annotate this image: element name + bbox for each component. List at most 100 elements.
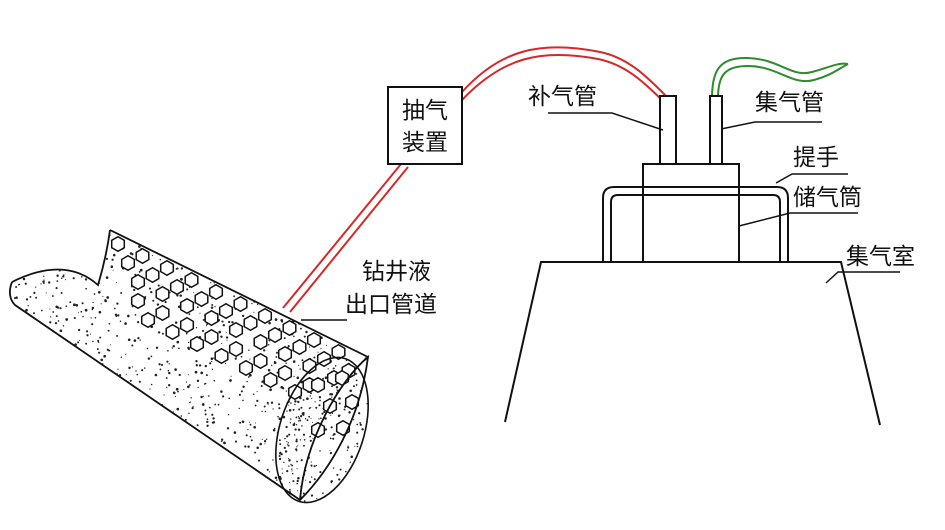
speckle-dot <box>318 404 321 407</box>
speckle-dot <box>103 250 106 253</box>
speckle-dot <box>10 488 12 490</box>
speckle-dot <box>46 230 50 232</box>
speckle-dot <box>297 444 299 446</box>
pipe-holes <box>110 235 360 439</box>
speckle-dot <box>95 426 98 429</box>
speckle-dot <box>263 498 265 500</box>
speckle-dot <box>173 456 176 459</box>
speckle-dot <box>12 245 15 248</box>
speckle-dot <box>238 475 242 478</box>
speckle-dot <box>75 303 79 307</box>
speckle-dot <box>117 431 121 435</box>
speckle-dot <box>60 426 63 428</box>
speckle-dot <box>335 454 338 457</box>
speckle-dot <box>19 326 22 328</box>
speckle-dot <box>206 473 209 476</box>
speckle-dot <box>311 294 313 297</box>
speckle-dot <box>278 457 282 461</box>
speckle-dot <box>61 456 64 459</box>
speckle-dot <box>256 303 259 306</box>
speckle-dot <box>274 318 278 321</box>
speckle-dot <box>358 463 360 465</box>
speckle-dot <box>160 363 164 366</box>
pipe-hole <box>189 335 205 353</box>
speckle-dot <box>193 477 197 480</box>
speckle-dot <box>80 410 82 412</box>
speckle-dot <box>89 333 91 335</box>
speckle-dot <box>330 414 332 416</box>
speckle-dot <box>309 346 311 348</box>
speckle-dot <box>213 230 215 232</box>
speckle-dot <box>363 494 366 497</box>
speckle-dot <box>72 264 74 266</box>
speckle-dot <box>199 250 202 253</box>
speckle-dot <box>171 502 172 503</box>
speckle-dot <box>298 274 301 277</box>
speckle-dot <box>303 278 305 280</box>
speckle-dot <box>131 501 132 502</box>
speckle-dot <box>96 238 99 241</box>
speckle-dot <box>307 495 310 497</box>
speckle-dot <box>282 282 285 285</box>
speckle-dot <box>29 295 32 298</box>
speckle-dot <box>174 321 178 324</box>
speckle-dot <box>33 243 36 246</box>
speckle-dot <box>22 277 26 281</box>
speckle-dot <box>247 445 250 448</box>
speckle-dot <box>93 431 95 433</box>
speckle-dot <box>327 273 330 277</box>
speckle-dot <box>62 400 65 404</box>
speckle-dot <box>250 492 253 496</box>
speckle-dot <box>180 453 184 456</box>
speckle-dot <box>177 489 180 492</box>
speckle-dot <box>47 258 50 261</box>
speckle-dot <box>12 386 16 390</box>
speckle-dot <box>312 240 314 242</box>
speckle-dot <box>241 487 243 489</box>
speckle-dot <box>265 242 267 244</box>
speckle-dot <box>171 249 173 251</box>
speckle-dot <box>25 241 28 245</box>
speckle-dot <box>303 500 306 502</box>
speckle-dot <box>281 468 283 470</box>
speckle-dot <box>147 357 151 360</box>
speckle-dot <box>28 470 30 473</box>
speckle-dot <box>69 232 73 235</box>
speckle-dot <box>257 484 259 486</box>
speckle-dot <box>40 456 42 458</box>
speckle-dot <box>40 309 43 312</box>
speckle-dot <box>306 500 307 501</box>
speckle-dot <box>52 311 55 313</box>
speckle-dot <box>306 238 308 241</box>
speckle-dot <box>110 435 113 438</box>
speckle-dot <box>225 501 228 504</box>
speckle-dot <box>321 308 323 310</box>
speckle-dot <box>15 244 17 246</box>
speckle-dot <box>111 224 113 226</box>
speckle-dot <box>299 419 302 422</box>
speckle-dot <box>358 479 361 482</box>
pipe-hole <box>130 292 146 310</box>
speckle-dot <box>32 472 36 476</box>
speckle-dot <box>265 438 268 441</box>
speckle-dot <box>105 276 109 279</box>
speckle-dot <box>176 267 179 270</box>
speckle-dot <box>59 434 62 437</box>
speckle-dot <box>133 489 137 492</box>
speckle-dot <box>150 290 153 294</box>
speckle-dot <box>299 368 301 370</box>
speckle-dot <box>76 242 79 245</box>
speckle-dot <box>99 476 101 478</box>
speckle-dot <box>185 332 188 335</box>
speckle-dot <box>76 240 78 242</box>
speckle-dot <box>106 296 110 299</box>
speckle-dot <box>133 339 137 342</box>
speckle-dot <box>58 346 61 349</box>
speckle-dot <box>71 391 74 394</box>
speckle-dot <box>228 271 231 274</box>
speckle-dot <box>291 468 293 470</box>
green-pipe-line-b <box>717 63 849 99</box>
speckle-dot <box>318 396 322 399</box>
speckle-dot <box>80 426 82 428</box>
speckle-dot <box>285 390 287 392</box>
